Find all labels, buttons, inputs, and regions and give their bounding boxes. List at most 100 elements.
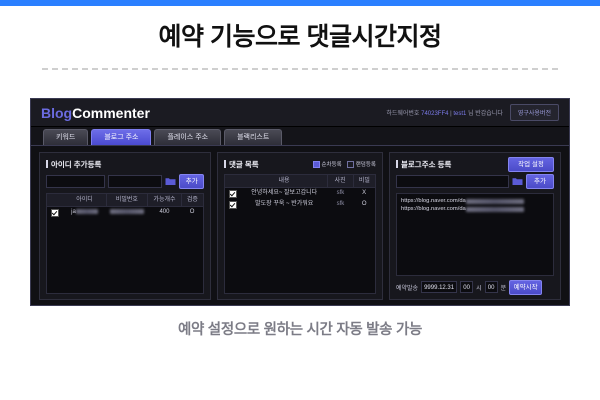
title-marker-icon	[396, 160, 398, 168]
id-input-row: 추가	[46, 174, 204, 189]
list-item[interactable]: https://blog.naver.com/da	[401, 205, 549, 213]
footer-caption: 예약 설정으로 원하는 시간 자동 발송 가능	[177, 322, 423, 338]
cell-content: 안녕하세요~ 잘보고갑니다	[251, 190, 318, 196]
comment-table: 내용 사진 비밀 안녕하세요~ 잘보고갑니다 sfk X 발도장 꾸	[224, 174, 376, 294]
table-row[interactable]: ja 400 O	[47, 207, 203, 218]
col-verify: 검증	[186, 197, 198, 203]
id-input[interactable]	[46, 175, 106, 188]
id-table-header: 아이디 비밀번호 가능개수 검증	[47, 194, 203, 207]
hardware-info: 하드웨어번호 74023FF4 | test1 님 반갑습니다	[386, 108, 503, 117]
col-content: 내용	[241, 175, 328, 187]
schedule-hour-input[interactable]: 00	[460, 281, 474, 293]
panel-blog-address: 블로그주소 등록 작업 설정 추가 https://blog.naver.com…	[389, 152, 561, 300]
greeting-text: 님 반갑습니다	[468, 111, 503, 117]
url-mask	[465, 206, 524, 212]
id-table: 아이디 비밀번호 가능개수 검증 ja 400 O	[46, 193, 204, 294]
cell-photo: sfk	[336, 190, 345, 196]
top-accent-bar	[0, 0, 600, 6]
cell-verify: O	[189, 209, 195, 215]
schedule-start-button[interactable]: 예약시작	[509, 279, 543, 295]
cell-id-mask	[75, 208, 98, 214]
hardware-label: 하드웨어번호	[386, 111, 420, 117]
schedule-hour-unit: 시	[476, 285, 482, 292]
blog-url-input[interactable]	[396, 175, 509, 188]
blog-input-row: 추가	[396, 174, 554, 189]
checkbox-icon	[50, 208, 59, 217]
cell-secret: O	[361, 201, 367, 207]
brand-primary: Blog	[41, 104, 73, 121]
info-separator: |	[450, 111, 452, 117]
radio-sequential-icon	[312, 160, 320, 168]
cell-content: 발도장 꾸욱 ~ 반가워요	[255, 201, 314, 207]
cell-secret: X	[362, 190, 367, 196]
checkbox-icon	[228, 200, 237, 209]
cell-id-text: ja	[71, 209, 76, 215]
title-marker-icon	[46, 160, 48, 168]
col-secret: 비밀	[358, 178, 370, 184]
row-checkbox[interactable]	[47, 208, 63, 217]
cell-count: 400	[159, 209, 170, 215]
radio-random[interactable]: 랜덤등록	[346, 160, 376, 168]
comment-table-header: 내용 사진 비밀	[225, 175, 375, 188]
tab-keyword[interactable]: 키워드	[43, 129, 89, 145]
brand-secondary: Commenter	[72, 104, 150, 121]
radio-sequential[interactable]: 순차등록	[312, 160, 342, 168]
table-row[interactable]: 발도장 꾸욱 ~ 반가워요 sfk O	[225, 199, 375, 210]
list-item[interactable]: https://blog.naver.com/da	[401, 197, 549, 205]
header-right-group: 하드웨어번호 74023FF4 | test1 님 반갑습니다 영구사용버전	[386, 104, 559, 121]
checkbox-icon	[228, 189, 237, 198]
hardware-code: 74023FF4	[421, 111, 449, 117]
col-count: 가능개수	[148, 194, 182, 206]
divider-dashed	[42, 68, 558, 70]
schedule-minute-input[interactable]: 00	[484, 281, 498, 293]
radio-sequential-label: 순차등록	[321, 162, 342, 168]
url-text: https://blog.naver.com/da	[401, 198, 466, 204]
schedule-bar: 예약발송 9999.12.31 00 시 00 분 예약시작	[396, 279, 554, 295]
app-window: BlogCommenter 하드웨어번호 74023FF4 | test1 님 …	[30, 98, 570, 306]
folder-icon[interactable]	[512, 177, 523, 187]
app-header: BlogCommenter 하드웨어번호 74023FF4 | test1 님 …	[31, 99, 569, 127]
panel-id-title-group: 아이디 추가등록	[46, 159, 101, 170]
panel-id-registration: 아이디 추가등록 추가 아이디 비밀번호 가능개수	[39, 152, 211, 300]
id-add-button[interactable]: 추가	[179, 174, 204, 189]
row-checkbox[interactable]	[225, 189, 241, 198]
schedule-date-input[interactable]: 9999.12.31	[421, 281, 458, 293]
tab-blog-address[interactable]: 블로그 주소	[91, 129, 152, 145]
panel-comment-header: 댓글 목록 순차등록 랜덤등록	[224, 158, 376, 170]
panel-blog-title-group: 블로그주소 등록	[396, 159, 451, 170]
task-settings-button[interactable]: 작업 설정	[508, 156, 554, 172]
blog-add-button[interactable]: 추가	[526, 174, 554, 189]
url-text: https://blog.naver.com/da	[401, 206, 466, 212]
cell-password-mask	[109, 208, 144, 214]
col-photo: 사진	[328, 175, 354, 187]
panel-id-header: 아이디 추가등록	[46, 158, 204, 170]
col-password: 비밀번호	[107, 194, 149, 206]
folder-icon[interactable]	[165, 177, 176, 187]
schedule-minute-unit: 분	[500, 285, 507, 292]
panel-comment-title-group: 댓글 목록	[224, 159, 259, 170]
url-mask	[465, 198, 524, 204]
panel-blog-header: 블로그주소 등록 작업 설정	[396, 156, 554, 172]
table-row[interactable]: 안녕하세요~ 잘보고갑니다 sfk X	[225, 188, 375, 199]
schedule-label: 예약발송	[396, 285, 419, 292]
tab-bar: 키워드 블로그 주소 플레이스 주소 블랙리스트	[31, 127, 569, 146]
tab-place-address[interactable]: 플레이스 주소	[154, 129, 222, 145]
cell-password	[106, 207, 147, 218]
panels-container: 아이디 추가등록 추가 아이디 비밀번호 가능개수	[31, 146, 569, 305]
row-checkbox[interactable]	[225, 200, 241, 209]
blog-url-list[interactable]: https://blog.naver.com/da https://blog.n…	[396, 193, 554, 276]
panel-comment-list: 댓글 목록 순차등록 랜덤등록	[217, 152, 383, 300]
comment-mode-group: 순차등록 랜덤등록	[312, 160, 376, 168]
tab-blacklist[interactable]: 블랙리스트	[224, 129, 283, 145]
radio-group-register-mode: 순차등록 랜덤등록	[312, 160, 376, 168]
cell-id: ja	[63, 207, 106, 218]
license-badge: 영구사용버전	[509, 104, 559, 121]
password-input[interactable]	[108, 175, 163, 188]
panel-comment-title: 댓글 목록	[229, 159, 259, 169]
user-name: test1	[453, 111, 467, 117]
radio-random-icon	[346, 160, 354, 168]
cell-photo: sfk	[336, 201, 345, 207]
page-title: 예약 기능으로 댓글시간지정	[158, 23, 442, 51]
panel-blog-title: 블로그주소 등록	[401, 159, 452, 169]
panel-blog-actions: 작업 설정	[508, 156, 554, 172]
